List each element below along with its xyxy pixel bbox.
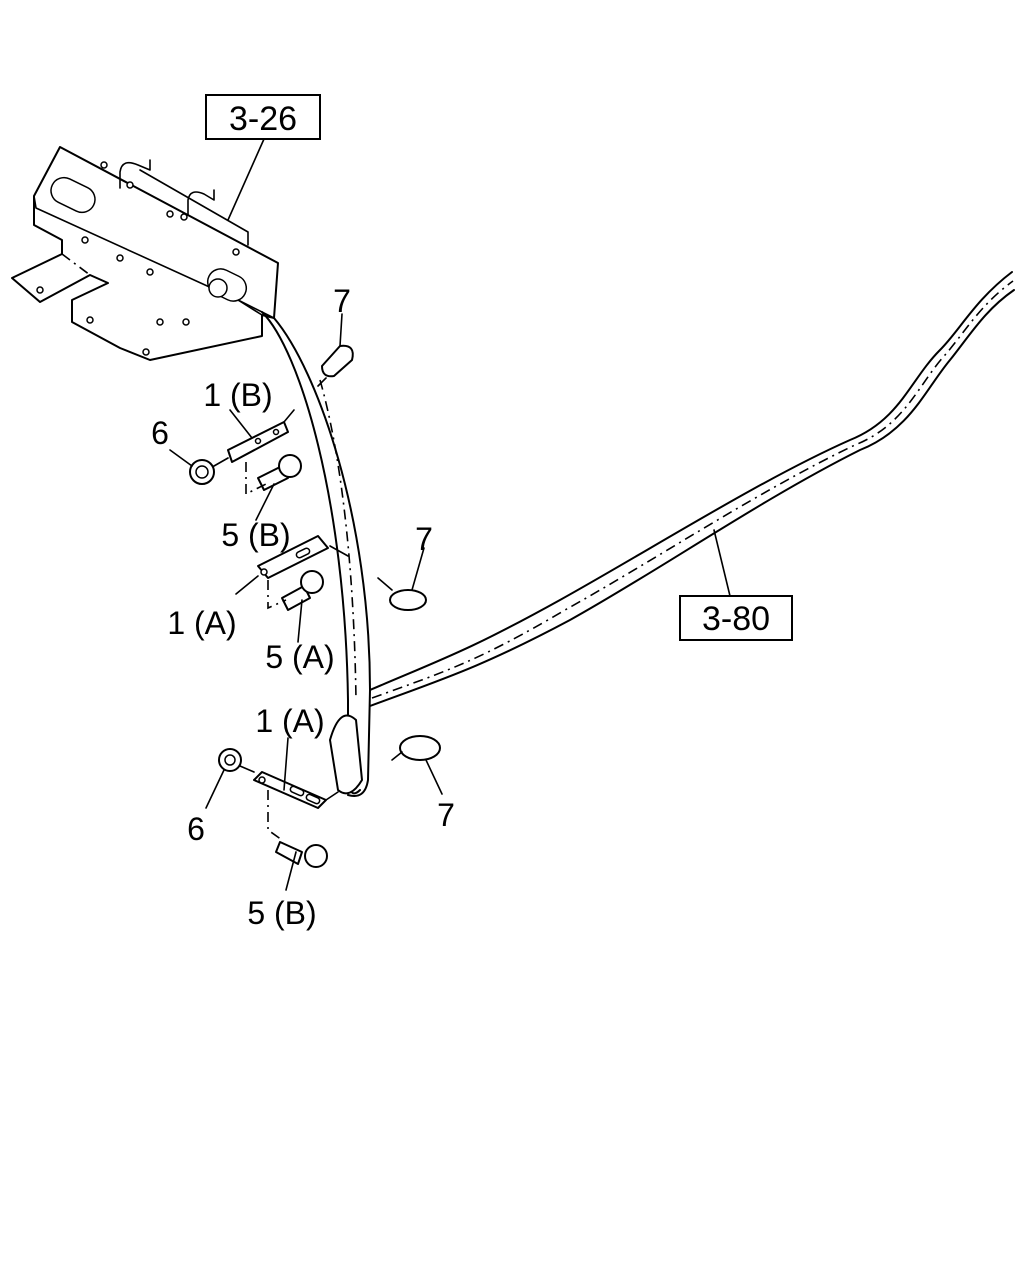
callout-bolt-lower: 5 (B) <box>247 895 316 931</box>
flange-nut-upper <box>189 459 215 485</box>
callout-nut-upper: 6 <box>151 415 169 451</box>
reference-3-26-label: 3-26 <box>229 100 297 138</box>
clip-upper <box>317 344 354 387</box>
reference-3-80[interactable]: 3-80 <box>679 595 793 641</box>
reference-3-26[interactable]: 3-26 <box>205 94 321 140</box>
reference-3-80-label: 3-80 <box>702 600 770 638</box>
leader-lines <box>169 313 443 891</box>
callout-bolt-middle: 5 (A) <box>265 639 334 675</box>
callout-clip-top: 7 <box>333 283 351 319</box>
callout-bracket-middle: 1 (A) <box>167 605 236 641</box>
bracket-middle-group <box>257 535 349 611</box>
bracket-lower-group <box>218 748 339 868</box>
callout-nut-lower: 6 <box>187 811 205 847</box>
bolt-lower <box>275 841 328 868</box>
hose-assembly <box>261 271 1015 797</box>
callout-bracket-lower: 1 (A) <box>255 703 324 739</box>
callout-clip-middle: 7 <box>415 521 433 557</box>
clip-middle <box>377 577 427 611</box>
mounting-bracket-assembly <box>11 146 279 361</box>
flange-nut-lower <box>218 748 242 772</box>
clip-lower <box>391 735 441 761</box>
callout-clip-lower: 7 <box>437 797 455 833</box>
callout-bolt-upper: 5 (B) <box>221 517 290 553</box>
bolt-middle <box>281 570 324 611</box>
bracket-upper-group <box>189 409 302 496</box>
callout-bracket-upper: 1 (B) <box>203 377 272 413</box>
